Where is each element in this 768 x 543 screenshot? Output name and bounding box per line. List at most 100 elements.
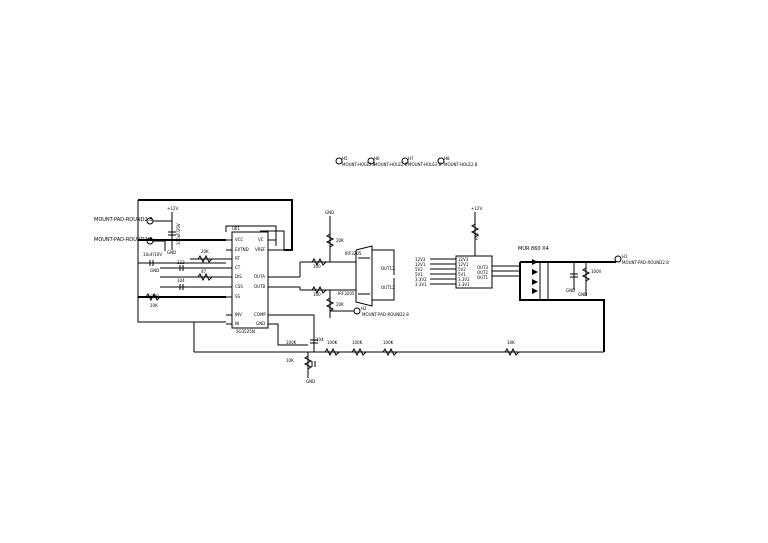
pin-label: INV [235,312,242,317]
res-label: 100K [286,340,297,345]
gnd-label: GND [150,294,159,299]
hole-label: MOUNT-HOLE2.8 [374,162,408,167]
wire [225,225,277,246]
res-label: 10K [286,358,294,363]
pin-label: 3.3V1 [458,282,470,287]
diode-icon [532,288,538,294]
pin-label: DIS [235,274,242,279]
diode-bank-label: MUR 860 X4 [518,246,549,252]
wire [286,314,315,352]
pin-label: OUT1 [477,275,489,280]
wire [260,230,285,250]
res-label: 100 [313,292,321,297]
hole-ref: H7 [408,156,414,161]
supply-wire [138,199,293,251]
resistor-20k [325,233,335,248]
pin-label: EXTND [235,247,249,252]
cap-label: 100V [591,269,602,274]
resistor [504,347,520,357]
cap-label: 104 [177,278,185,283]
res-label: 20K [336,302,344,307]
res-label: 10K [507,340,515,345]
gnd-label: GND [578,292,587,297]
cap-label: 222 [177,260,185,265]
pin-label: OUT3 [477,265,489,270]
mount-pad-icon [353,307,361,315]
power-label-12v-right: +12V [471,206,482,211]
mount-pad-label-center: MOUNT-PAD-ROUND2.8 [362,312,409,317]
resistor-20k [325,297,335,312]
resistor-10k [145,292,161,302]
res-label: 10K [150,303,158,308]
gnd-label: GND [325,210,334,215]
pin-label: COMP [254,312,266,317]
mosfet-bridge [355,245,373,307]
net-label: 12V1 [415,262,426,267]
net-label: 5V2 [415,267,423,272]
wire [372,249,395,275]
ic-u2: 12V3 12V1 5V2 5V1 3.3V2 3.3V1 OUT3 OUT2 … [455,255,493,289]
wire [372,278,395,301]
resistor [382,347,398,357]
pin-label: CT [235,265,241,270]
pin-label: RT [235,256,240,261]
resistor [324,347,340,357]
mounting-hole-h7: H7 MOUNT-HOLE2.8 [401,156,442,167]
pin-label: 5V1 [458,272,466,277]
pin-label: VREF [255,247,266,252]
net-label: 12V3 [415,257,426,262]
ic-ref: U61 [232,226,240,231]
hole-label: MOUNT-HOLE2.8 [342,162,376,167]
hole-label: MOUNT-HOLE2.8 [408,162,442,167]
hole-icon [367,157,375,165]
cap-label: 104 [316,337,324,342]
res-label: 20K [336,238,344,243]
hole-icon [335,157,343,165]
pin-label: 3.3V2 [458,277,470,282]
res-label: 47 [201,269,207,274]
pin-label: OUTB [254,284,266,289]
ic-u61: U61 SG3525N VCC EXTND RT CT DIS CSS SS I… [226,226,300,334]
pin-label: GND [256,321,265,326]
net-label: 3.3V2 [415,277,427,282]
out-label: OUT12 [381,285,395,290]
pin-label: 12V3 [458,257,469,262]
resistor-47 [197,272,213,282]
net-label: 5V1 [415,272,423,277]
resistor [470,223,480,238]
mount-pad-ref: H2 [361,306,367,311]
mosfet-label: IRF3205 [338,291,355,296]
mount-pad-label-bottom: MOUNT-PAD-ROUND2.8 [94,237,152,243]
hole-icon [437,157,445,165]
ic-body [231,231,269,329]
power-label-12v: +12V [167,206,178,211]
gnd-label: GND [150,268,159,273]
res-label: 100 [313,264,321,269]
pin-label: NI [235,321,239,326]
res-label: 100K [352,340,363,345]
diode-icon [532,259,538,265]
resistor-20k [197,254,213,264]
hole-ref: H8 [444,156,450,161]
mount-pad-label-right: MOUNT-PAD-ROUND2.8 [622,260,669,265]
gnd-label: GND [566,288,575,293]
mounting-hole-h8: H8 MOUNT-HOLE2.8 [437,156,478,167]
resistor-100 [311,285,327,295]
hole-ref: H6 [374,156,380,161]
pin-label: OUTA [254,274,265,279]
mounting-hole-h5: H5 MOUNT-HOLE2.8 [335,156,376,167]
mount-pad-icon [614,255,622,263]
ic-part: SG3525N [236,329,255,334]
cap-label-10uf: 10uF/16V [143,252,162,257]
res-label: R_1 [474,232,479,240]
pin-label: 12V1 [458,262,469,267]
diode-icon [532,279,538,285]
gnd-label: GND [306,379,315,384]
output-wire [519,262,605,352]
out-label: OUT12 [381,266,395,271]
res-label: 100K [327,340,338,345]
diode-icon [532,269,538,275]
resistor [581,267,591,282]
hole-ref: H5 [342,156,348,161]
